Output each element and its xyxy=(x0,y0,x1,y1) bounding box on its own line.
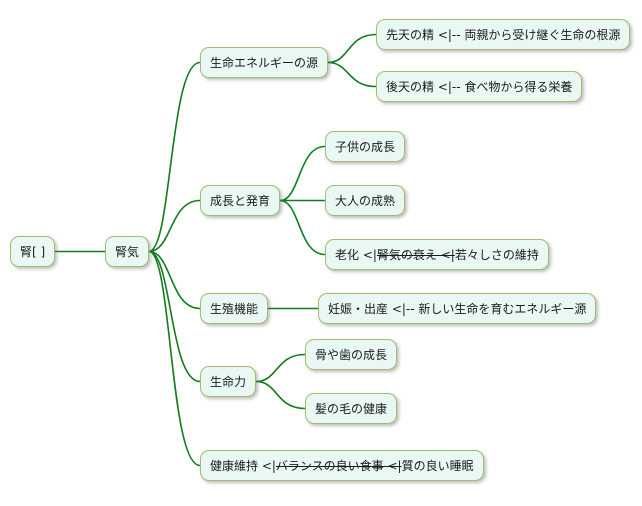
bones-teeth-node-label: 骨や歯の成長 xyxy=(315,348,388,362)
aging-node-label-suffix: 若々しさの維持 xyxy=(454,248,539,262)
acquired-essence-node-label: 後天の精 <|-- 食べ物から得る栄養 xyxy=(386,80,573,94)
connector-edge xyxy=(255,353,306,383)
bones-teeth-node: 骨や歯の成長 xyxy=(305,339,398,370)
growth-development-node: 成長と発育 xyxy=(200,185,281,216)
connector-edge xyxy=(148,250,201,383)
innate-essence-node-label: 先天の精 <|-- 両親から受け継ぐ生命の根源 xyxy=(386,28,621,42)
connector-edge xyxy=(279,199,326,256)
pregnancy-birth-node-label: 妊娠・出産 <|-- 新しい生命を育むエネルギー源 xyxy=(328,302,587,316)
kidney-qi-node: 腎気 xyxy=(105,236,150,267)
connector-edge xyxy=(327,33,377,64)
kidney-qi-node-label: 腎気 xyxy=(115,245,140,259)
root-node-label: 腎[ ] xyxy=(20,245,46,259)
acquired-essence-node: 後天の精 <|-- 食べ物から得る栄養 xyxy=(376,71,583,102)
connector-edge xyxy=(148,199,201,253)
aging-node-label-prefix: 老化 <| xyxy=(335,248,377,262)
connector-edge xyxy=(327,61,377,88)
energy-source-node-label: 生命エネルギーの源 xyxy=(210,56,319,70)
reproductive-function-node-label: 生殖機能 xyxy=(210,302,259,316)
connector-edge xyxy=(279,145,326,202)
vitality-node-label: 生命力 xyxy=(210,375,247,389)
health-maintenance-node-label-prefix: 健康維持 <| xyxy=(210,459,276,473)
connector-edge xyxy=(148,250,201,467)
hair-health-node: 髪の毛の健康 xyxy=(305,393,398,424)
adult-maturity-node-label: 大人の成熟 xyxy=(335,194,396,208)
reproductive-function-node: 生殖機能 xyxy=(200,293,269,324)
aging-node-label-struck: 腎気の衰え <| xyxy=(376,248,455,262)
connector-edge xyxy=(255,380,306,410)
child-growth-node-label: 子供の成長 xyxy=(335,140,396,154)
health-maintenance-node-label-suffix: 質の良い睡眠 xyxy=(401,459,474,473)
vitality-node: 生命力 xyxy=(200,366,257,397)
pregnancy-birth-node: 妊娠・出産 <|-- 新しい生命を育むエネルギー源 xyxy=(318,293,597,324)
innate-essence-node: 先天の精 <|-- 両親から受け継ぐ生命の根源 xyxy=(376,19,631,50)
health-maintenance-node: 健康維持 <| バランスの良い食事 <| 質の良い睡眠 xyxy=(200,450,484,481)
energy-source-node: 生命エネルギーの源 xyxy=(200,47,329,78)
connector-edge xyxy=(148,61,201,253)
connector-edge xyxy=(148,250,201,310)
growth-development-node-label: 成長と発育 xyxy=(210,194,271,208)
health-maintenance-node-label-struck: バランスの良い食事 <| xyxy=(275,459,402,473)
aging-node: 老化 <| 腎気の衰え <| 若々しさの維持 xyxy=(325,239,549,270)
root-node: 腎[ ] xyxy=(10,236,56,267)
adult-maturity-node: 大人の成熟 xyxy=(325,185,406,216)
child-growth-node: 子供の成長 xyxy=(325,131,406,162)
hair-health-node-label: 髪の毛の健康 xyxy=(315,402,388,416)
